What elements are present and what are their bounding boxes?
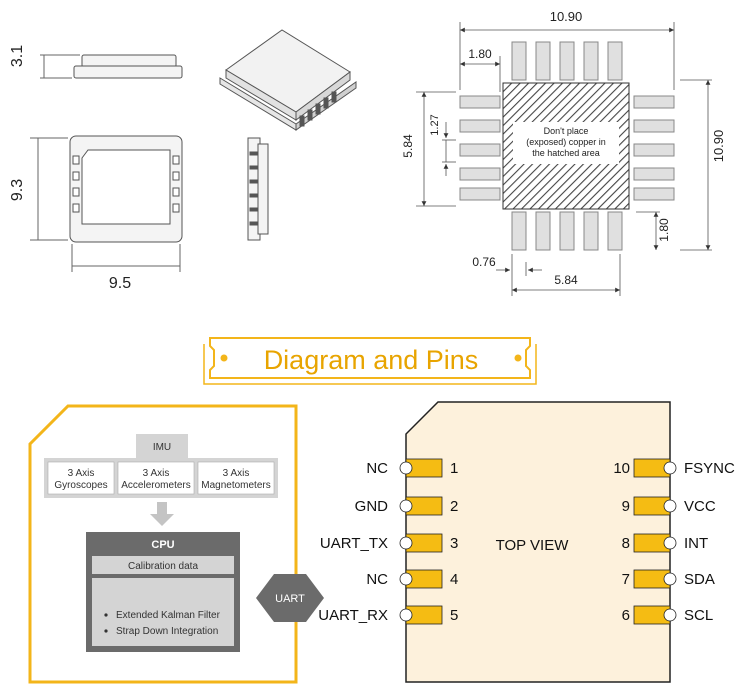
imu-block: IMU 3 Axis Gyroscopes 3 Axis Acceleromet… [44,434,278,498]
sensor-mag-line1: 3 Axis [223,468,250,479]
algorithm-ekf: Extended Kalman Filter [116,610,221,621]
algorithm-sdi: Strap Down Integration [116,626,218,637]
sensor-gyro-line2: Gyroscopes [54,480,107,491]
pin-notch-left [399,461,413,475]
pin-name-left: UART_TX [320,535,388,552]
pin-number-left: 5 [450,607,458,624]
pin-name-right: VCC [684,498,716,515]
cpu-block: CPU Calibration data Extended Kalman Fil… [86,532,240,652]
pin-notch-right [663,572,677,586]
pin-name-right: SCL [684,607,713,624]
package-side-view-2 [247,137,269,241]
pin-notch-left [399,536,413,550]
calibration-label: Calibration data [128,561,198,572]
pin-notch-left [399,499,413,513]
pin-number-left: 1 [450,460,458,477]
package-top-view [30,135,183,272]
footprint-width-label: 10.90 [550,9,583,24]
sensor-accel-line1: 3 Axis [143,468,170,479]
sensor-mag-line2: Magnetometers [201,480,270,491]
pin-notch-left [399,572,413,586]
pin-number-left: 2 [450,498,458,515]
pin-name-left: NC [366,571,388,588]
pin-name-left: NC [366,460,388,477]
footprint-pad-width-label: 0.76 [472,255,496,269]
pin-notch-right [663,499,677,513]
pin-number-right: 10 [613,460,630,477]
pin-number-right: 6 [622,607,630,624]
sensor-gyro-line1: 3 Axis [68,468,95,479]
imu-to-cpu-arrow-icon [150,502,174,526]
pin-name-right: INT [684,535,708,552]
pin-number-left: 4 [450,571,458,588]
pin-number-right: 7 [622,571,630,588]
banner-dot-left-icon [220,354,228,362]
footprint-pad-length-bottom-label: 1.80 [657,218,671,242]
sensor-accel-line2: Accelerometers [121,480,190,491]
pin-name-right: SDA [684,571,715,588]
footprint-drawing [416,22,712,296]
pin-number-right: 9 [622,498,630,515]
chip-outline [405,401,671,683]
banner-dot-right-icon [514,354,522,362]
dim-height-label: 3.1 [9,45,26,67]
pin-name-left: UART_RX [318,607,388,624]
package-side-view [40,54,183,79]
pin-notch-right [663,608,677,622]
pin-notch-right [663,461,677,475]
uart-label: UART [275,593,305,605]
footprint-span-horizontal-label: 5.84 [554,273,578,287]
banner [203,337,537,385]
cpu-label: CPU [151,539,174,551]
dim-depth-label: 9.5 [109,275,131,292]
pin-number-left: 3 [450,535,458,552]
pin-notch-right [663,536,677,550]
imu-label: IMU [153,442,171,453]
uart-double-arrow-icon [256,574,324,622]
banner-title: Diagram and Pins [264,345,479,375]
top-view-label: TOP VIEW [496,537,570,554]
package-isometric-view [219,29,357,131]
footprint-height-label: 10.90 [711,130,726,163]
dim-width-label: 9.3 [9,179,26,201]
footprint-span-vertical-label: 5.84 [401,134,415,158]
footprint-pitch-label: 1.27 [429,114,441,135]
pin-name-left: GND [355,498,389,515]
pin-number-right: 8 [622,535,630,552]
pin-name-right: FSYNC [684,460,735,477]
pin-notch-left [399,608,413,622]
footprint-pad-length-top-label: 1.80 [468,47,492,61]
